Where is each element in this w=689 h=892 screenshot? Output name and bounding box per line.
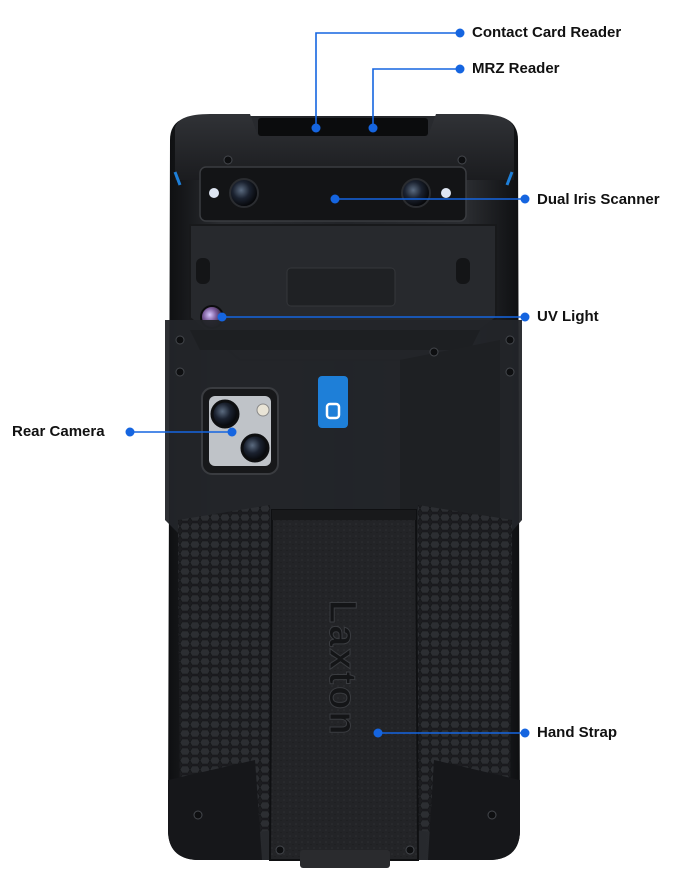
callout-dot-uv-light-end [520, 312, 530, 322]
top-bumper [175, 114, 514, 180]
callout-dot-hand-strap-start [373, 728, 383, 738]
contact-card-slot [258, 118, 428, 136]
grip-right [414, 505, 512, 840]
iris-led-left [209, 188, 219, 198]
callout-dot-rear-camera-start [125, 427, 135, 437]
callout-line-contact-card-reader [315, 32, 460, 128]
strap-logo: Laxton [321, 600, 363, 737]
callout-line-mrz-reader [372, 68, 460, 128]
callout-label-hand-strap: Hand Strap [537, 724, 618, 741]
callout-dot-rear-camera-end [227, 427, 237, 437]
iris-lens-left [229, 178, 259, 208]
iris-lens-right [401, 178, 431, 208]
brand-tag [318, 376, 348, 428]
callout-dot-mrz-reader-start [368, 123, 378, 133]
callout-label-contact-card-reader: Contact Card Reader [472, 24, 622, 41]
callout-dot-contact-card-reader-end [455, 28, 465, 38]
callout-label-rear-camera: Rear Camera [12, 423, 105, 440]
iris-led-right [441, 188, 451, 198]
callout-label-uv-light: UV Light [537, 308, 599, 325]
callout-label-dual-iris-scanner: Dual Iris Scanner [537, 191, 660, 208]
callout-dot-hand-strap-end [520, 728, 530, 738]
iris-scanner-panel [199, 166, 467, 222]
rear-camera-flash [256, 403, 270, 417]
callout-label-mrz-reader: MRZ Reader [472, 60, 560, 77]
callout-dot-dual-iris-scanner-end [520, 194, 530, 204]
rear-camera-lens-bottom [240, 433, 270, 463]
callout-dot-mrz-reader-end [455, 64, 465, 74]
rear-camera-lens-top [210, 399, 240, 429]
callout-dot-uv-light-start [217, 312, 227, 322]
callout-dot-dual-iris-scanner-start [330, 194, 340, 204]
callout-dot-contact-card-reader-start [311, 123, 321, 133]
grip-left [178, 505, 275, 840]
